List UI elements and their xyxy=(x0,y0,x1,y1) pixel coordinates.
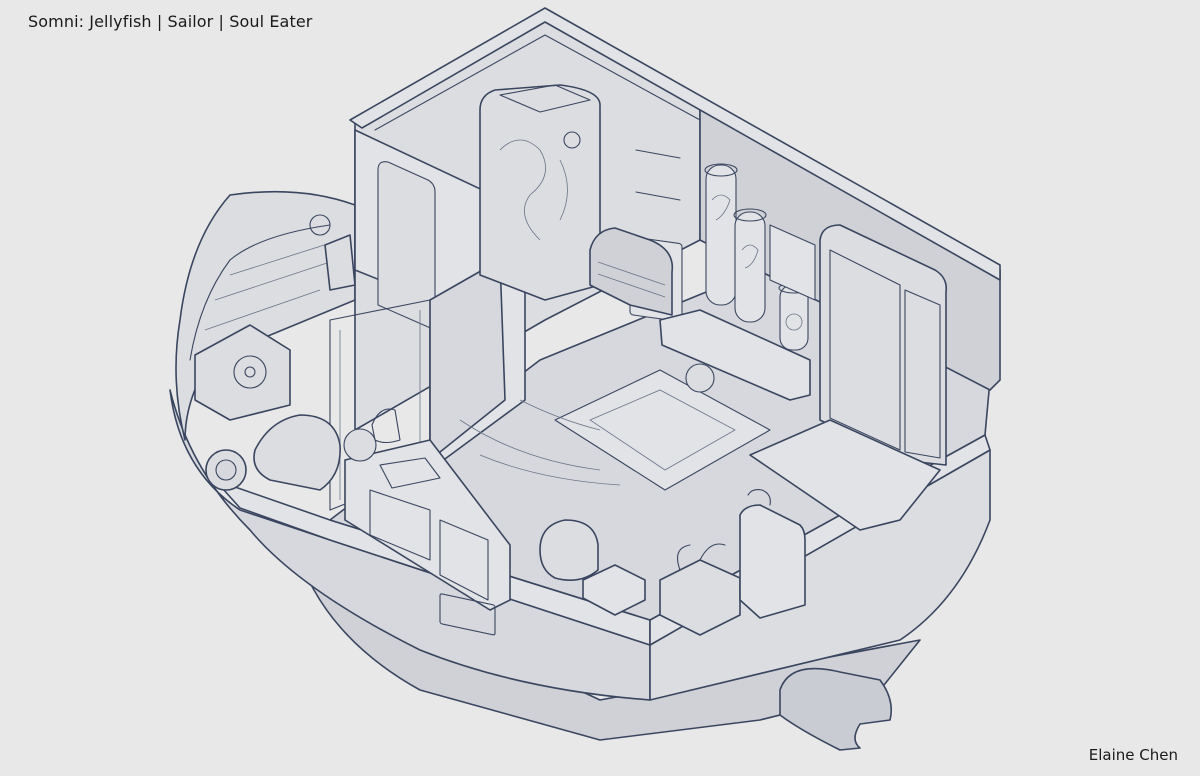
jellyfish-locker xyxy=(479,84,601,301)
counter-shelf xyxy=(659,309,811,401)
artist-credit: Elaine Chen xyxy=(1088,746,1178,764)
small-window xyxy=(769,224,816,301)
helm-console xyxy=(194,324,291,421)
artwork-title: Somni: Jellyfish | Sailor | Soul Eater xyxy=(28,12,313,31)
storage-chest xyxy=(589,227,674,316)
stove xyxy=(439,593,496,636)
skull-pot xyxy=(539,519,599,581)
inner-wall-edge xyxy=(374,34,701,131)
hull-front xyxy=(169,389,651,701)
locker-porthole-icon xyxy=(563,131,581,149)
jellyfish-tube-1 xyxy=(704,163,738,306)
bow-inner xyxy=(189,224,331,361)
beanbag xyxy=(253,414,341,491)
bed xyxy=(749,419,941,531)
bow xyxy=(175,190,356,441)
jellyfish-tube-2 xyxy=(733,208,767,323)
small-crate xyxy=(582,564,646,616)
steering-wheel-icon xyxy=(233,355,267,389)
kitchen-counter xyxy=(344,439,511,611)
cabin-door xyxy=(377,161,436,331)
floor-rug xyxy=(554,369,771,491)
wardrobe xyxy=(819,224,948,466)
keel-foot xyxy=(779,667,893,751)
round-cushion-icon xyxy=(685,363,715,393)
wall-top-edge xyxy=(349,7,1001,281)
deck-chair xyxy=(324,234,356,291)
tall-bin xyxy=(739,504,806,619)
robot-icon xyxy=(343,428,377,462)
